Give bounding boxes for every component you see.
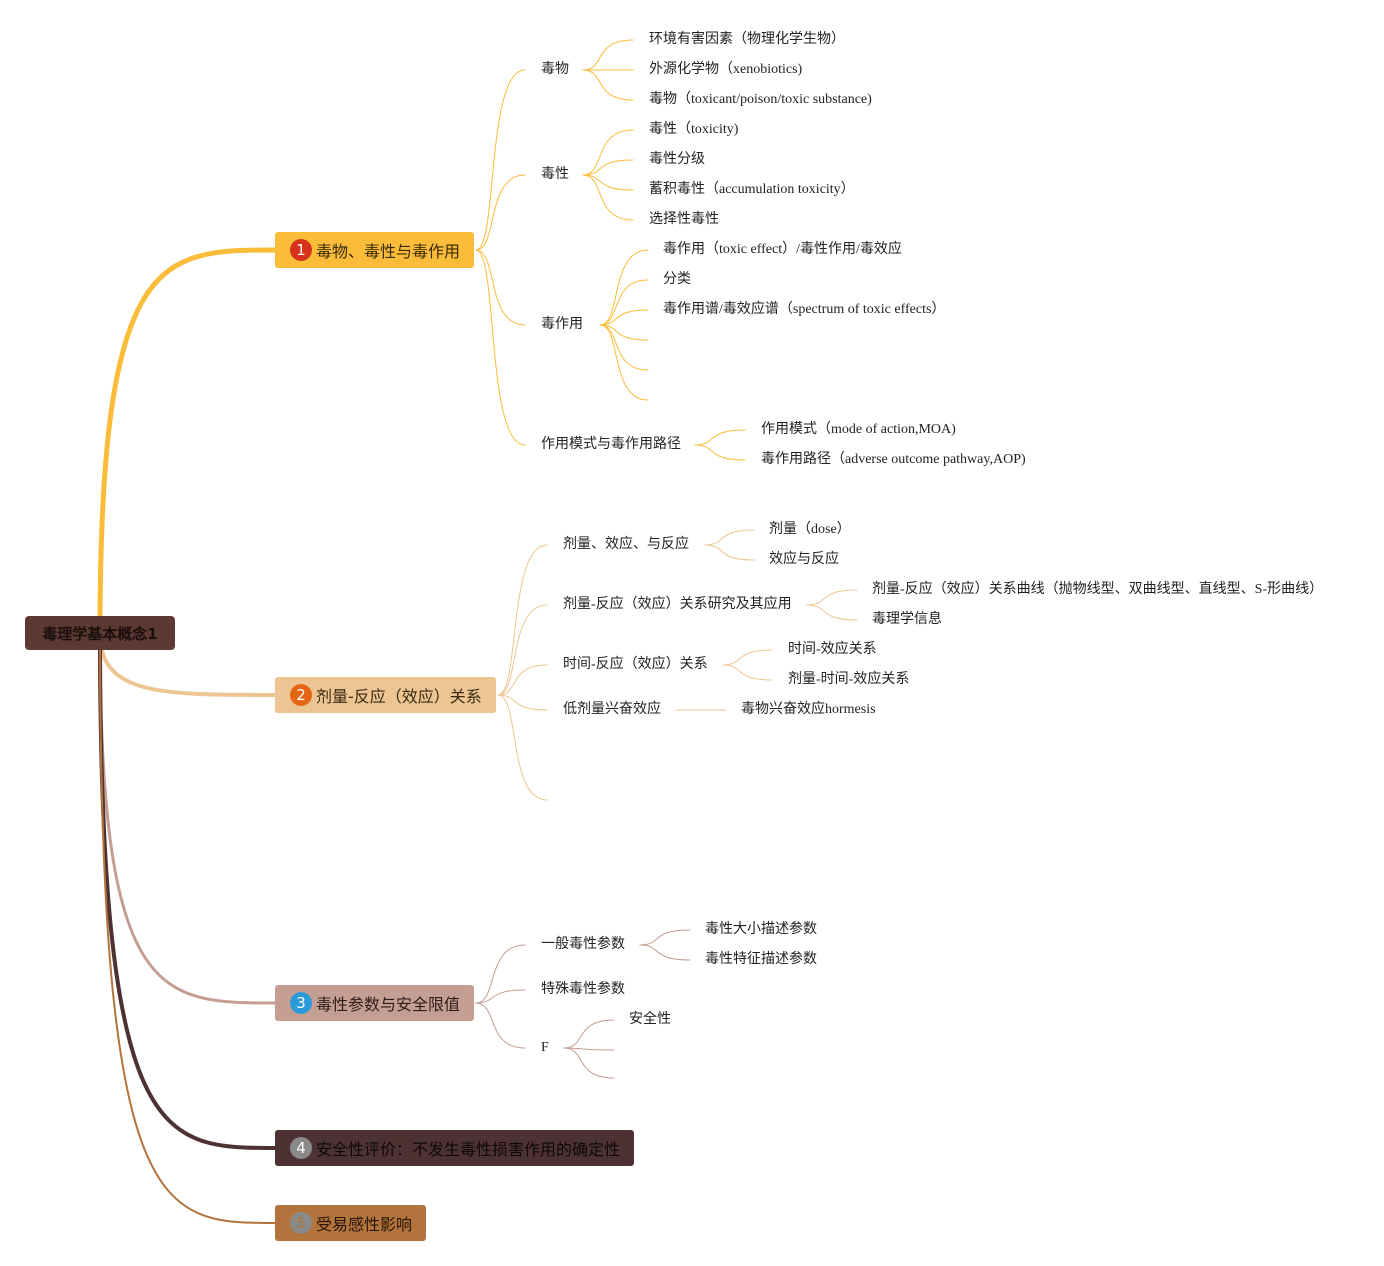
leaf-toxicity-1[interactable]: 毒性（toxicity) — [649, 122, 739, 137]
leaf-moa-1[interactable]: 作用模式（mode of action,MOA) — [761, 422, 956, 437]
b3-link-1 — [475, 989, 526, 1004]
topic-moa[interactable]: 作用模式与毒作用路径 — [541, 437, 681, 452]
b1-effect-5 — [599, 324, 649, 401]
topic-time-response[interactable]: 时间-反应（效应）关系 — [563, 657, 708, 672]
leaf-poison-1[interactable]: 环境有害因素（物理化学生物） — [649, 32, 845, 47]
topic-dose-response[interactable]: 剂量-反应（效应）关系研究及其应用 — [563, 597, 792, 612]
b1-toxicity-2 — [582, 174, 634, 191]
topic-toxic-effect[interactable]: 毒作用 — [541, 317, 583, 332]
leaf-dose-1[interactable]: 剂量（dose） — [769, 522, 851, 537]
leaf-poison-2[interactable]: 外源化学物（xenobiotics) — [649, 62, 803, 77]
b1-poison-0 — [582, 39, 634, 71]
b3-f-0 — [563, 1019, 615, 1049]
b2-link-4 — [497, 694, 548, 801]
leaf-poison-3[interactable]: 毒物（toxicant/poison/toxic substance) — [649, 92, 872, 107]
branch-node-2[interactable]: 2 剂量-反应（效应）关系 — [275, 677, 496, 713]
root-label: 毒理学基本概念1 — [42, 624, 158, 643]
leaf-time-response-1[interactable]: 时间-效应关系 — [788, 642, 877, 657]
branch-node-5[interactable]: 5 受易感性影响 — [275, 1205, 427, 1241]
root-link-2 — [98, 631, 278, 697]
b1-moa-0 — [694, 429, 746, 446]
branch-node-3[interactable]: 3 毒性参数与安全限值 — [275, 985, 475, 1021]
b3-link-2 — [475, 1002, 526, 1049]
b2-link-0 — [497, 544, 548, 696]
topic-general-params[interactable]: 一般毒性参数 — [541, 937, 625, 952]
leaf-effect-3[interactable]: 毒作用谱/毒效应谱（spectrum of toxic effects） — [663, 302, 946, 317]
root-link-3 — [98, 631, 278, 1005]
branch-label-1: 毒物、毒性与毒作用 — [316, 242, 461, 261]
leaf-effect-2[interactable]: 分类 — [663, 272, 691, 287]
b1-link-2 — [475, 249, 526, 326]
number-badge-5: 5 — [290, 1212, 312, 1234]
b2-time-1 — [722, 664, 773, 681]
leaf-general-params-1[interactable]: 毒性大小描述参数 — [705, 922, 817, 937]
b2-dose-1 — [704, 544, 755, 561]
leaf-f-1[interactable]: 安全性 — [629, 1012, 671, 1027]
b1-toxicity-1 — [582, 159, 634, 176]
root-node[interactable]: 毒理学基本概念1 — [25, 616, 175, 650]
b1-toxicity-0 — [582, 129, 634, 176]
branch-node-4[interactable]: 4 安全性评价：不发生毒性损害作用的确定性 — [275, 1130, 635, 1166]
b1-effect-1 — [599, 279, 649, 326]
b2-time-0 — [722, 649, 773, 666]
leaf-effect-1[interactable]: 毒作用（toxic effect）/毒性作用/毒效应 — [663, 242, 902, 257]
b2-link-2 — [497, 664, 548, 696]
b3-f-2 — [563, 1047, 615, 1079]
b2-link-1 — [497, 604, 548, 696]
branch-label-4: 安全性评价：不发生毒性损害作用的确定性 — [316, 1140, 621, 1159]
leaf-toxicity-3[interactable]: 蓄积毒性（accumulation toxicity） — [649, 182, 855, 197]
topic-f[interactable]: F — [541, 1040, 549, 1055]
b1-effect-2 — [599, 309, 649, 326]
b3-link-0 — [475, 944, 526, 1004]
leaf-toxicity-4[interactable]: 选择性毒性 — [649, 212, 719, 227]
root-link-1 — [97, 247, 279, 636]
topic-dose[interactable]: 剂量、效应、与反应 — [563, 537, 689, 552]
root-link-5 — [99, 632, 277, 1224]
number-badge-2: 2 — [290, 684, 312, 706]
b2-dose-0 — [704, 529, 755, 546]
b1-link-1 — [475, 174, 526, 251]
topic-toxicity[interactable]: 毒性 — [541, 167, 569, 182]
branch-node-1[interactable]: 1 毒物、毒性与毒作用 — [275, 232, 475, 268]
b1-effect-0 — [599, 249, 649, 326]
branch-label-3: 毒性参数与安全限值 — [316, 995, 461, 1014]
leaf-dose-response-1[interactable]: 剂量-反应（效应）关系曲线（抛物线型、双曲线型、直线型、S-形曲线） — [872, 582, 1324, 597]
b3-general-1 — [639, 944, 691, 961]
b1-effect-3 — [599, 324, 649, 341]
leaf-toxicity-2[interactable]: 毒性分级 — [649, 152, 705, 167]
b2-link-3 — [497, 694, 548, 711]
b1-poison-2 — [582, 69, 634, 101]
b3-f-1 — [563, 1047, 615, 1051]
leaf-dose-response-2[interactable]: 毒理学信息 — [872, 612, 942, 627]
b1-moa-1 — [694, 444, 746, 461]
number-badge-1: 1 — [290, 239, 312, 261]
b2-dose-response-0 — [806, 589, 858, 606]
b1-effect-4 — [599, 324, 649, 371]
branch-label-5: 受易感性影响 — [316, 1215, 413, 1234]
leaf-dose-2[interactable]: 效应与反应 — [769, 552, 839, 567]
root-link-4 — [98, 631, 278, 1150]
b2-dose-response-1 — [806, 604, 858, 621]
topic-low-dose[interactable]: 低剂量兴奋效应 — [563, 702, 661, 717]
number-badge-3: 3 — [290, 992, 312, 1014]
leaf-moa-2[interactable]: 毒作用路径（adverse outcome pathway,AOP) — [761, 452, 1026, 467]
branch-label-2: 剂量-反应（效应）关系 — [316, 687, 482, 706]
leaf-low-dose-1[interactable]: 毒物兴奋效应hormesis — [741, 702, 876, 717]
b1-link-3 — [475, 249, 526, 446]
topic-special-params[interactable]: 特殊毒性参数 — [541, 982, 625, 997]
number-badge-4: 4 — [290, 1137, 312, 1159]
leaf-time-response-2[interactable]: 剂量-时间-效应关系 — [788, 672, 910, 687]
b1-link-0 — [475, 69, 526, 251]
topic-poison[interactable]: 毒物 — [541, 62, 569, 77]
leaf-general-params-2[interactable]: 毒性特征描述参数 — [705, 952, 817, 967]
b3-general-0 — [639, 929, 691, 946]
b1-toxicity-3 — [582, 174, 634, 221]
